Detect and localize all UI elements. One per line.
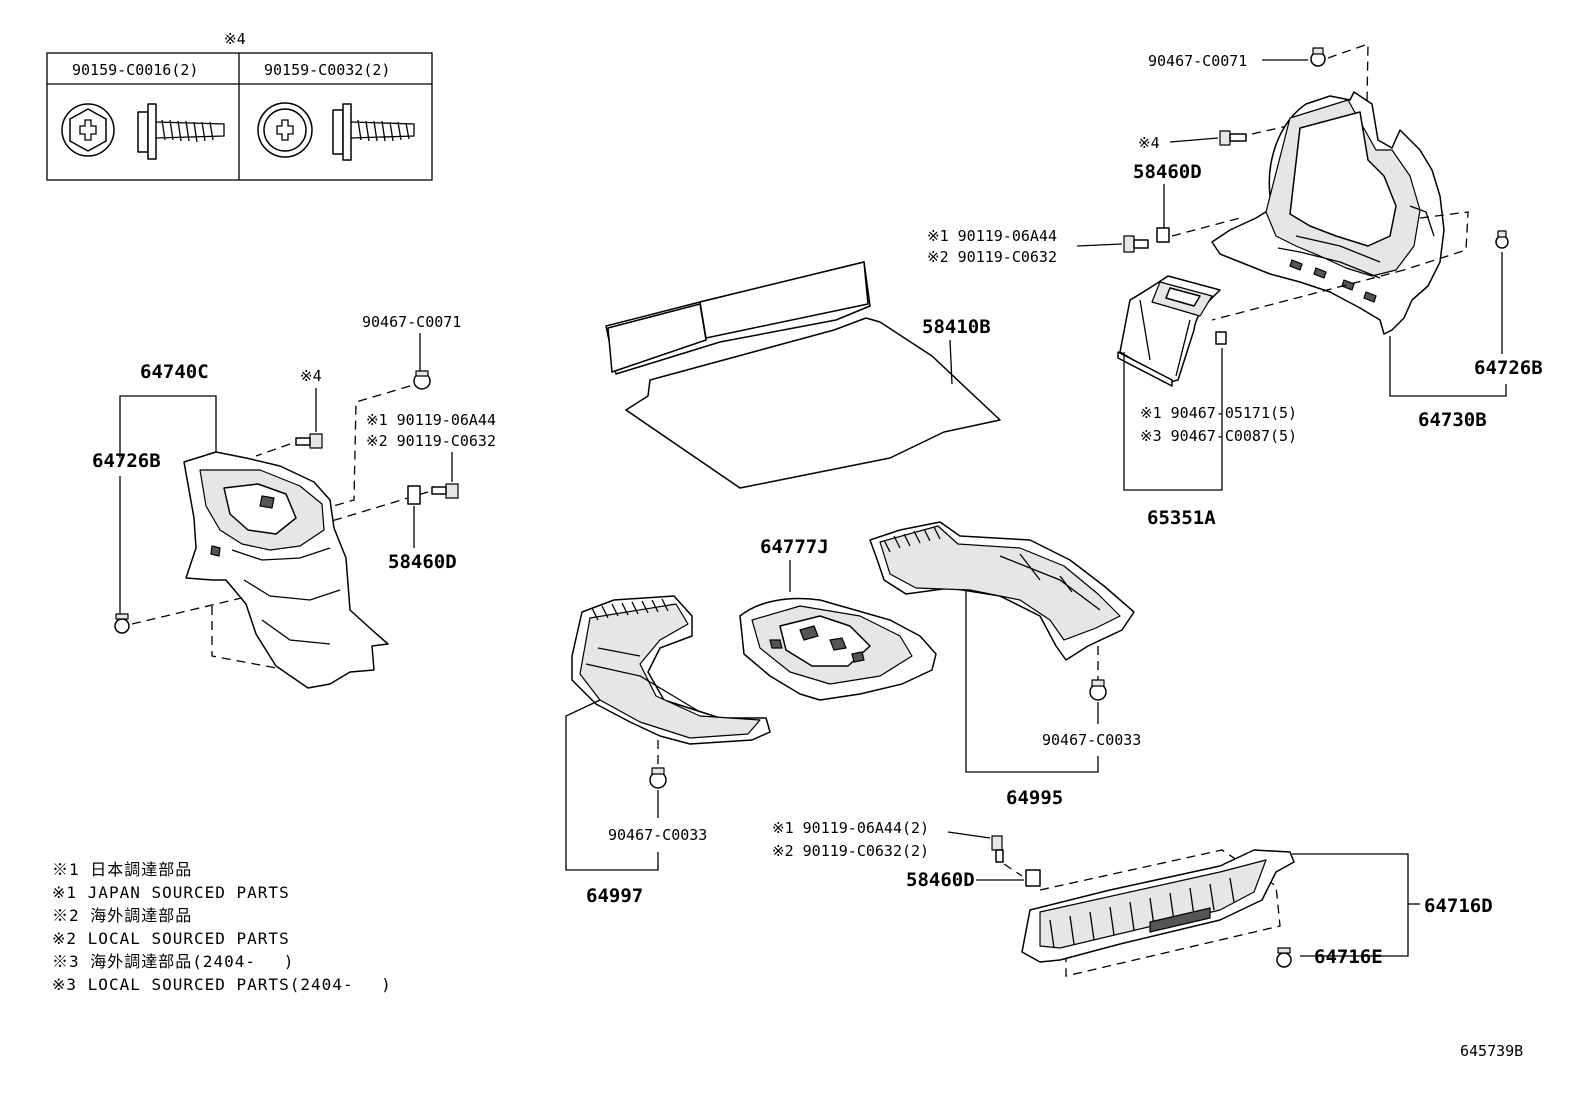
hex-screw-side-icon [137,103,225,160]
duct-65351a: ※1 90467-05171(5) ※3 90467-C0087(5) 6535… [1117,275,1297,529]
quarter-trim-right-assembly: 90467-C0071 ※4 58460D ※1 90119-06A44 ※2 … [927,43,1543,431]
label-64740c: 64740C [140,361,209,383]
note-line: ※1 JAPAN SOURCED PARTS [52,883,290,902]
clip-icon [1089,679,1107,701]
bolt-icon [295,433,323,449]
clip-icon [1276,947,1292,968]
fastener-table-col2: 90159-C0032(2) [264,61,390,79]
clip-icon [1495,230,1509,249]
label-90119-c0632-bottom: ※2 90119-C0632(2) [772,842,929,860]
label-64726b-left: 64726B [92,450,161,472]
note-line: ※3 LOCAL SOURCED PARTS(2404- ) [52,975,392,994]
label-90119-c0632-left: ※2 90119-C0632 [366,432,496,450]
label-90467-c0071-left: 90467-C0071 [362,313,461,331]
clip-icon [649,767,667,789]
label-90467-c0087: ※3 90467-C0087(5) [1140,427,1297,445]
nut-icon [1025,869,1041,887]
quarter-trim-left-assembly: 90467-C0071 64740C ※4 ※1 90119-06A44 ※2 … [92,313,496,689]
bolt-icon [991,835,1004,863]
fastener-table-note: ※4 [224,30,246,48]
pin-icon [1215,331,1227,345]
label-58460d-bottom: 58460D [906,869,975,891]
label-90119-06a44-top: ※1 90119-06A44 [927,227,1057,245]
label-64997: 64997 [586,885,643,907]
tray-64777j: 64777J [739,536,937,701]
note-line: ※1 日本調達部品 [52,860,192,879]
floor-mat-58410b: 58410B [605,261,1001,489]
label-90119-06a44-left: ※1 90119-06A44 [366,411,496,429]
label-64716e: 64716E [1314,946,1383,968]
label-64730b: 64730B [1418,409,1487,431]
figure-id: 645739B [1460,1042,1523,1060]
label-58410b: 58410B [922,316,991,338]
fastener-table: ※4 90159-C0016(2) 90159-C0032(2) [46,30,433,181]
label-90119-06a44-bottom: ※1 90119-06A44(2) [772,819,929,837]
note-line: ※2 海外調達部品 [52,906,192,925]
clip-icon [413,370,431,390]
clip-icon [1310,47,1326,67]
label-90467-c0033-left: 90467-C0033 [608,826,707,844]
label-64995: 64995 [1006,787,1063,809]
label-note4-left: ※4 [300,367,322,385]
round-screw-side-icon [332,103,415,161]
note-line: ※2 LOCAL SOURCED PARTS [52,929,290,948]
label-58460d-left: 58460D [388,551,457,573]
label-90119-c0632-top: ※2 90119-C0632 [927,248,1057,266]
bolt-icon [431,483,459,499]
label-90467-c0033-mid: 90467-C0033 [1042,731,1141,749]
label-90467-c0071-top: 90467-C0071 [1148,52,1247,70]
clip-icon [114,613,130,634]
label-58460d-top: 58460D [1133,161,1202,183]
notes-legend: ※1 日本調達部品 ※1 JAPAN SOURCED PARTS ※2 海外調達… [52,860,392,994]
bolt-icon [1219,130,1247,146]
hex-screw-head-icon [61,103,115,157]
deck-board-64997: 90467-C0033 64997 [565,595,771,907]
label-64716d: 64716D [1424,895,1493,917]
bolt-icon [1123,235,1149,253]
label-65351a: 65351A [1147,507,1216,529]
nut-icon [407,485,421,505]
round-screw-head-icon [257,102,313,158]
label-note4-top: ※4 [1138,134,1160,152]
note-line: ※3 海外調達部品(2404- ) [52,952,294,971]
label-64726b-right: 64726B [1474,357,1543,379]
label-90467-05171: ※1 90467-05171(5) [1140,404,1297,422]
scuff-plate-64716d: ※1 90119-06A44(2) ※2 90119-C0632(2) 5846… [772,819,1493,977]
fastener-table-col1: 90159-C0016(2) [72,61,198,79]
nut-icon [1156,227,1170,243]
deck-board-64995: 90467-C0033 64995 [869,521,1141,809]
label-64777j: 64777J [760,536,829,558]
